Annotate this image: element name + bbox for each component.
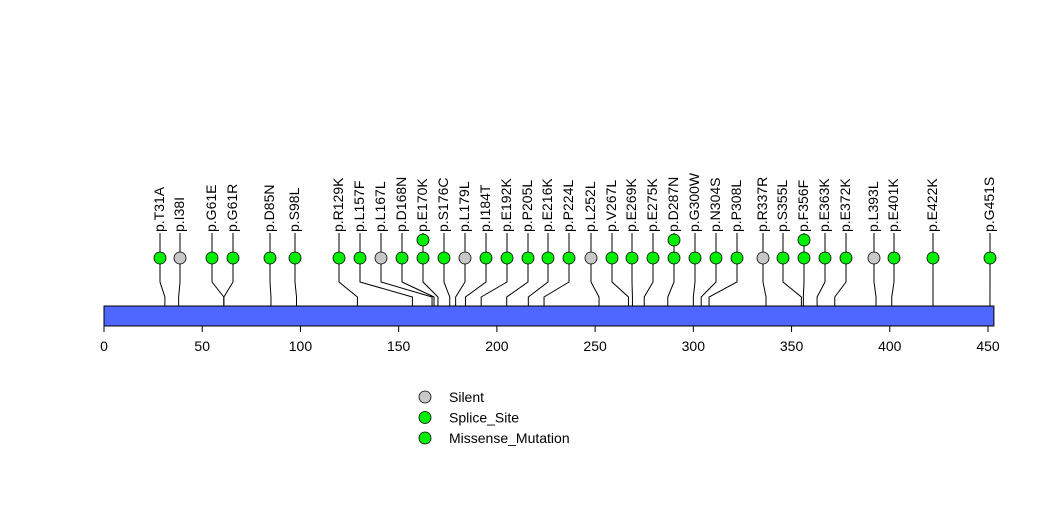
mutation-point [776,251,790,265]
mutation-point [926,251,940,265]
mutation-label: p.E422K [924,178,940,232]
mutation-point [374,251,388,265]
mutation-label: p.E216K [539,178,555,232]
mutation-point [646,251,660,265]
x-tick-label: 250 [583,338,607,354]
mutation-label: p.G300W [686,172,702,232]
mutation-point [521,251,535,265]
mutation-label: p.E170K [414,178,430,232]
mutation-label: p.L393L [865,181,881,232]
legend-marker [418,431,432,445]
x-tick-label: 400 [878,338,902,354]
mutation-point [667,233,681,247]
legend-label: Silent [449,389,484,405]
mutation-point [667,251,681,265]
mutation-label: p.E275K [644,178,660,232]
protein-bar [103,305,995,327]
mutation-point [818,251,832,265]
mutation-point [395,251,409,265]
mutation-point [416,251,430,265]
mutation-point [288,251,302,265]
mutation-label: p.G61R [224,184,240,232]
mutation-label: p.I38I [171,197,187,232]
mutation-label: p.T31A [151,186,167,232]
mutation-point [867,251,881,265]
x-tick-label: 150 [387,338,411,354]
mutation-label: p.E269K [623,178,639,232]
x-tick-label: 450 [976,338,1000,354]
mutation-point [839,251,853,265]
mutation-point [153,251,167,265]
mutation-label: p.D168N [393,177,409,232]
mutation-point [688,251,702,265]
x-tick-label: 0 [100,338,108,354]
mutation-label: p.G451S [981,177,997,232]
mutation-label: p.E363K [816,178,832,232]
mutation-label: p.D287N [665,177,681,232]
mutation-point [479,251,493,265]
mutation-point [332,251,346,265]
mutation-label: p.P308L [728,180,744,232]
mutation-point [437,251,451,265]
mutation-point [887,251,901,265]
mutation-point [730,251,744,265]
mutation-label: p.G61E [203,185,219,232]
legend-marker [418,390,432,404]
mutation-point [709,251,723,265]
mutation-label: p.E401K [885,178,901,232]
mutation-label: p.N304S [707,178,723,232]
mutation-label: p.E192K [498,178,514,232]
x-tick-label: 300 [682,338,706,354]
mutation-point [173,251,187,265]
mutation-label: p.S355L [774,180,790,232]
mutation-label: p.S98L [286,187,302,232]
legend-marker [418,411,432,424]
mutation-point [205,251,219,265]
mutation-label: p.P224L [560,180,576,232]
legend-label: Splice_Site [449,410,519,426]
mutation-label: p.D85N [261,185,277,232]
mutation-label: p.V267L [603,180,619,232]
mutation-point [226,251,240,265]
mutation-point [584,251,598,265]
mutation-point [797,233,811,247]
mutation-point [756,251,770,265]
mutation-label: p.L157F [351,181,367,232]
mutation-label: p.L167L [372,181,388,232]
mutation-point [562,251,576,265]
mutation-point [500,251,514,265]
mutation-label: p.P205L [519,180,535,232]
mutation-point [541,251,555,265]
mutation-label: p.L252L [582,181,598,232]
mutation-point [263,251,277,265]
x-tick-label: 50 [194,338,210,354]
mutation-label: p.L179L [456,181,472,232]
mutation-point [353,251,367,265]
mutation-point [797,251,811,265]
mutation-label: p.S176C [435,178,451,232]
mutation-point [625,251,639,265]
mutation-label: p.E372K [837,178,853,232]
mutation-point [983,251,997,265]
mutation-label: p.I184T [477,184,493,232]
x-tick-label: 100 [289,338,313,354]
mutation-label: p.F356F [795,180,811,232]
x-tick-label: 350 [780,338,804,354]
mutation-point [416,233,430,247]
mutation-label: p.R129K [330,177,346,232]
mutation-point [605,251,619,265]
x-tick-label: 200 [485,338,509,354]
mutation-point [458,251,472,265]
legend-label: Missense_Mutation [449,430,570,446]
mutation-label: p.R337R [754,177,770,232]
